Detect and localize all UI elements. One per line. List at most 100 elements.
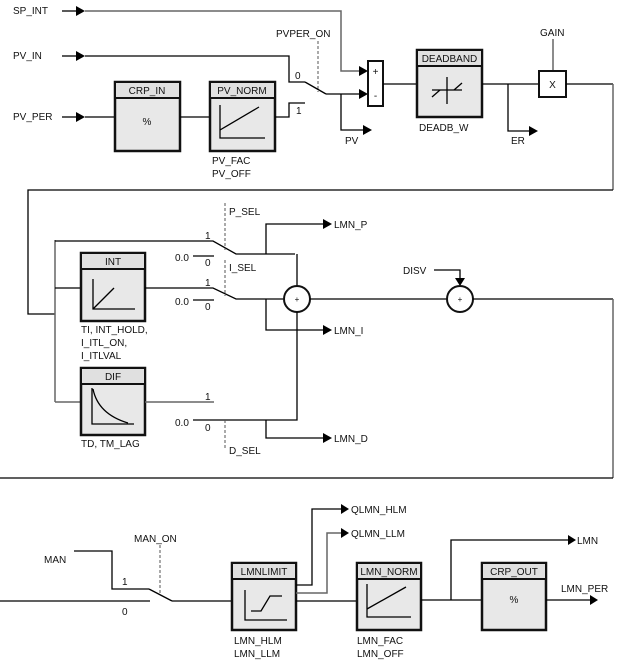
pvper-on-label[interactable]: PVPER_ON (276, 29, 330, 40)
pv-in-label: PV_IN (13, 51, 42, 62)
linear-scaling-icon (366, 584, 411, 618)
lmn-i-arrow-icon (323, 325, 332, 335)
pvper-switch-pos-0: 0 (295, 71, 301, 82)
pv-in-arrow-icon (76, 51, 85, 61)
pv-output-arrow-icon (363, 125, 372, 135)
crp-out-percent-icon: % (510, 595, 519, 606)
lmn-i-wire (265, 299, 324, 331)
deadband-block[interactable]: DEADBAND (415, 48, 484, 119)
limiter-characteristic-icon (244, 590, 287, 621)
lmn-p-arrow-icon (323, 219, 332, 229)
sp-int-wire (85, 10, 360, 72)
man-on-pos-0: 0 (122, 607, 128, 618)
sp-int-arrow-icon (76, 6, 85, 16)
er-output-arrow-icon (529, 126, 538, 136)
man-on-label[interactable]: MAN_ON (134, 534, 177, 545)
pv-norm-output-wire (275, 102, 305, 118)
deadb-w-param: DEADB_W (419, 123, 469, 134)
disv-label: DISV (403, 266, 427, 277)
lmn-norm-title: LMN_NORM (360, 567, 417, 578)
lmn-p-wire (265, 223, 324, 254)
qlmn-hlm-arrow-icon (341, 504, 349, 514)
int-param-line2: I_ITL_ON, (81, 338, 127, 349)
pv-in-wire (85, 55, 305, 83)
p-sel-label[interactable]: P_SEL (229, 207, 261, 218)
disv-arrow-icon (455, 278, 465, 286)
lmn-p-label: LMN_P (334, 220, 368, 231)
d-sel-label[interactable]: D_SEL (229, 446, 261, 457)
disv-summing-junction: + (446, 285, 474, 313)
d-to-sum-wire (193, 312, 298, 421)
pv-norm-title: PV_NORM (217, 86, 266, 97)
lmnlimit-title: LMNLIMIT (241, 567, 288, 578)
comparator-plus-arrow-icon (359, 66, 368, 76)
pv-fac-param: PV_FAC (212, 156, 250, 167)
p-sel-pos-0: 0 (205, 258, 211, 269)
qlmn-llm-wire (296, 532, 342, 594)
gain-multiplier-block: X (538, 70, 567, 98)
man-on-switch-blade[interactable] (148, 588, 173, 602)
comparator-block: + - (367, 60, 384, 107)
i-path-wire (145, 287, 283, 300)
pv-per-label: PV_PER (13, 112, 52, 123)
deadband-characteristic-icon (431, 77, 463, 104)
er-output-label: ER (511, 136, 525, 147)
lmn-d-wire (265, 420, 324, 439)
er-output-wire (507, 84, 530, 132)
qlmn-llm-arrow-icon (341, 528, 349, 538)
int-param-line3: I_ITLVAL (81, 351, 122, 362)
lmn-hlm-param: LMN_HLM (234, 636, 282, 647)
p-sel-pos-1: 1 (205, 231, 211, 242)
lmn-output-arrow-icon (568, 535, 576, 545)
i-sel-pos-0: 0 (205, 302, 211, 313)
lmn-i-label: LMN_I (334, 326, 363, 337)
multiply-icon: X (549, 80, 556, 91)
lmn-fac-param: LMN_FAC (357, 636, 403, 647)
lmn-norm-block[interactable]: LMN_NORM (355, 561, 423, 632)
lmn-output-label: LMN (577, 536, 598, 547)
i-sel-zero-value: 0.0 (175, 297, 189, 308)
pid-summing-junction: + (283, 285, 311, 313)
qlmn-hlm-wire (296, 508, 342, 586)
gain-label: GAIN (540, 28, 564, 39)
comparator-minus-arrow-icon (359, 89, 368, 99)
comparator-plus: + (373, 67, 379, 78)
lmn-llm-param: LMN_LLM (234, 649, 280, 660)
pvper-switch-blade[interactable] (304, 81, 327, 95)
crp-in-block[interactable]: CRP_IN % (113, 80, 182, 153)
i-sel-pos-1: 1 (205, 278, 211, 289)
i-sel-label[interactable]: I_SEL (229, 263, 257, 274)
sp-int-label: SP_INT (13, 6, 48, 17)
d-sel-zero-value: 0.0 (175, 418, 189, 429)
derivative-decay-icon (91, 388, 134, 425)
error-feedback-wire (27, 189, 613, 315)
lmn-d-label: LMN_D (334, 434, 368, 445)
lmn-per-arrow-icon (590, 595, 598, 605)
crp-out-block[interactable]: CRP_OUT % (480, 561, 548, 632)
p-sel-zero-value: 0.0 (175, 253, 189, 264)
lmn-off-param: LMN_OFF (357, 649, 404, 660)
pv-per-arrow-icon (76, 112, 85, 122)
dif-params: TD, TM_LAG (81, 439, 140, 450)
lmn-d-arrow-icon (323, 433, 332, 443)
pv-off-param: PV_OFF (212, 169, 251, 180)
crp-out-title: CRP_OUT (490, 567, 538, 578)
pv-norm-block[interactable]: PV_NORM (208, 80, 277, 153)
man-on-pos-1: 1 (122, 577, 128, 588)
comparator-minus: - (374, 91, 377, 102)
dif-block[interactable]: DIF (79, 366, 147, 437)
dif-title: DIF (105, 372, 121, 383)
lmnlimit-block[interactable]: LMNLIMIT (230, 561, 298, 632)
man-wire (74, 550, 149, 590)
pv-output-wire (340, 94, 364, 131)
int-block[interactable]: INT (79, 251, 147, 323)
pv-output-label: PV (345, 136, 359, 147)
integrator-ramp-icon (92, 279, 135, 310)
pvper-switch-pos-1: 1 (296, 106, 302, 117)
qlmn-llm-label: QLMN_LLM (351, 529, 405, 540)
qlmn-hlm-label: QLMN_HLM (351, 505, 407, 516)
lmn-output-wire (450, 539, 569, 600)
crp-in-title: CRP_IN (129, 86, 166, 97)
crp-in-percent-icon: % (143, 117, 152, 128)
